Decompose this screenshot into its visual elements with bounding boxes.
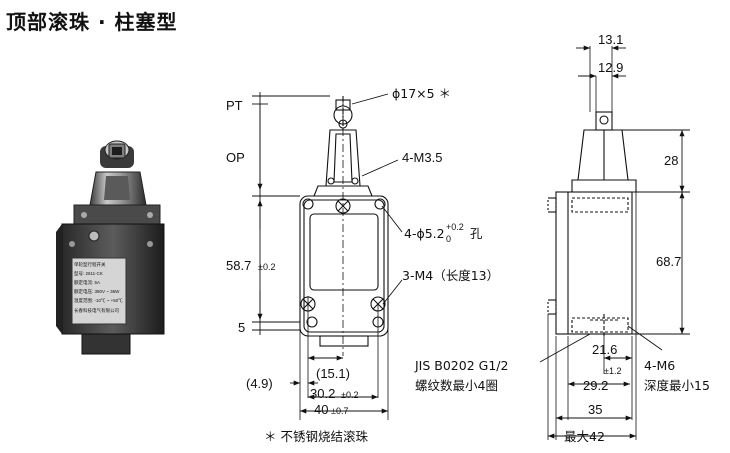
photo-label-line5: 温度范围: -10℃ ~ +50℃ (74, 297, 123, 304)
max42-label: 最大42 (564, 429, 605, 444)
photo-label-line1: 单轮型行程开关 (74, 261, 106, 268)
op-label: OP (226, 150, 245, 165)
dim5-label: 5 (238, 320, 245, 335)
d687-label: 68.7 (656, 254, 681, 269)
d129-label: 12.9 (598, 60, 623, 75)
jis-line2: 螺纹数最小4圈 (415, 378, 498, 393)
d131-label: 13.1 (598, 32, 623, 47)
m6-line1: 4-M6 (644, 358, 675, 373)
hole-tol-lower: 0 (446, 234, 451, 244)
side-view (547, 46, 637, 336)
h587-label: 58.7 (226, 258, 251, 273)
d302-tol: ±0.2 (341, 390, 358, 400)
d151-label: (15.1) (316, 366, 350, 381)
d302-label: 30.2 (310, 386, 335, 401)
front-view (299, 96, 389, 420)
front-dimensions (252, 92, 403, 414)
side-dimensions (539, 45, 690, 440)
photo-label-line2: 型号: 2611-CK (74, 270, 103, 277)
hole-tol-upper: +0.2 (446, 222, 464, 232)
hole-label: 4-ϕ5.2 (404, 226, 445, 241)
jis-line1: JIS B0202 G1/2 (414, 358, 508, 373)
d40-tol: ±0.7 (331, 406, 348, 416)
product-photo: 单轮型行程开关 型号: 2611-CK 额定电流: 5A 额定电压: 380V … (56, 140, 165, 355)
d40-label: 40 (314, 402, 328, 417)
hole-suffix: 孔 (470, 226, 483, 241)
roller-dim-label: ϕ17×5 ＊ (392, 86, 451, 101)
pt-label: PT (226, 98, 243, 113)
d216-label: 21.6 (592, 342, 617, 357)
m4-label: 3-M4（长度13） (402, 268, 499, 283)
page-title: 顶部滚珠 · 柱塞型 (6, 10, 178, 34)
photo-label-line6: 长春科技电气有限公司 (74, 307, 119, 314)
photo-label-line4: 额定电压: 380V ~ 36W (74, 288, 120, 295)
m6-line2: 深度最小15 (644, 378, 710, 393)
h587-tol: ±0.2 (258, 262, 275, 272)
d28-label: 28 (664, 153, 678, 168)
d292-label: 29.2 (583, 378, 608, 393)
footnote: ＊ 不锈钢烧结滚珠 (264, 429, 368, 444)
d216-tol: ±1.2 (604, 366, 621, 376)
d49-label: (4.9) (246, 376, 273, 391)
d35-label: 35 (588, 402, 602, 417)
photo-label-line3: 额定电流: 5A (74, 279, 100, 286)
m35-label: 4-M3.5 (402, 150, 442, 165)
